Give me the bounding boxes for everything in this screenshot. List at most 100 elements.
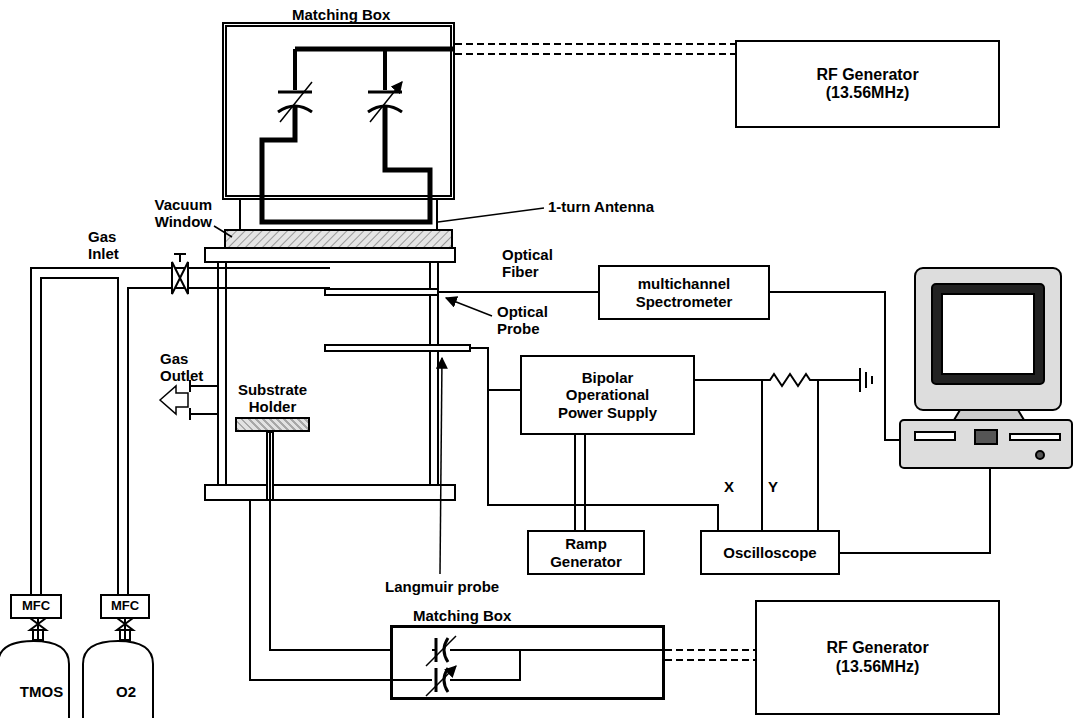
gas-line [128,288,330,595]
langmuir-probe [325,345,470,351]
gas-pipe [124,619,126,641]
leader-line [214,208,544,574]
substrate-wiring [250,432,390,680]
computer [1010,434,1060,440]
langmuir-probe [325,345,718,530]
rf-feed-wire [270,432,390,650]
oscilloscope: Oscilloscope [700,530,840,575]
matching-box: Matching Box [222,22,455,200]
power-supply: Bipolar Operational Power Supply [520,355,695,435]
matching-network-bottom [435,638,438,692]
matching-box: Matching Box [390,625,665,700]
optical-probe [325,289,438,295]
leader-line [446,298,492,316]
gas-pipe [37,619,39,641]
cylinder-outline [82,640,154,718]
gas-line [31,254,330,595]
gas-pipe [38,619,39,641]
box-label: Bipolar Operational Power Supply [553,369,663,421]
gas-line [172,262,188,294]
signal-name: X [724,478,734,495]
computer [1036,451,1044,459]
coax-cable [455,44,735,54]
cylinder-valve [30,618,133,640]
cylinder-valve [117,618,133,630]
spectrometer: multichannel Spectrometer [598,265,770,320]
measurement-wiring [840,468,990,553]
vacuum-chamber [218,262,438,485]
rf-generator: RF Generator (13.56MHz) [755,600,1000,715]
computer [932,284,1044,384]
matching-network-bottom [444,638,448,692]
cylinder-valve [30,618,46,630]
measurement-wiring [695,292,990,553]
part-label: 1-turn Antenna [548,198,654,215]
cylinder-outline [0,641,69,718]
coax-cable [665,659,755,661]
gas-outlet-port [160,380,218,420]
cylinder-valve [33,630,43,640]
signal-cable [574,435,576,530]
vacuum-chamber [225,230,452,248]
ramp-generator: Ramp Generator [527,530,645,575]
heading-label: Substrate Holder [234,381,312,416]
box-label: TMOS [0,683,86,700]
matching-network-top [295,47,455,52]
rf-feed-wire [270,432,390,650]
vacuum-chamber [205,200,455,500]
measurement-wiring [770,292,900,440]
signal-name: Y [768,478,778,495]
box-label: Oscilloscope [723,544,816,561]
matching-network-bottom [390,650,665,680]
measurement-wiring [860,368,872,392]
cylinder-outline [83,641,153,718]
optical-probe [438,291,598,293]
coax-cable [455,43,735,45]
leader-line [214,226,232,237]
measurement-wiring [762,380,818,530]
vacuum-chamber [205,248,455,262]
matching-network-top [295,49,385,90]
box-label: MFC [22,599,50,614]
matching-network-top [278,106,402,112]
gas-cylinder: O2 [82,640,170,718]
matching-network-bottom [426,636,456,696]
substrate-wiring [250,500,390,680]
signal-cable [584,435,586,530]
computer [954,410,1024,420]
part-label: Gas Inlet [88,228,130,263]
substrate-wiring [267,432,273,500]
rf-generator: RF Generator (13.56MHz) [735,40,1000,128]
mass-flow-controller: MFC [10,594,62,619]
computer [900,420,1072,468]
gas-line [31,268,330,595]
signal-cable [575,435,585,530]
leader-line [440,358,442,574]
langmuir-probe [470,348,718,530]
box-label: Ramp Generator [544,535,629,570]
gas-pipe [125,619,126,641]
vacuum-chamber [205,485,455,500]
computer [942,294,1034,374]
computer [975,430,997,444]
part-label: Gas Outlet [160,350,212,385]
part-label: Vacuum Window [140,196,212,231]
coax-cable [665,650,755,660]
optical-probe [325,289,598,295]
computer [915,432,955,440]
coax-cable [665,649,755,651]
matching-network-top [280,82,402,122]
box-label: MFC [111,599,139,614]
matching-network-top [262,106,430,222]
part-label: Optical Fiber [502,246,562,281]
part-label: Langmuir probe [385,578,499,595]
box-label: multichannel Spectrometer [624,275,744,310]
cylinder-outline [0,640,70,718]
box-label: RF Generator (13.56MHz) [803,66,933,103]
box-label: RF Generator (13.56MHz) [813,639,943,676]
gas-line [174,254,186,262]
substrate-holder: Substrate Holder [235,417,310,432]
coax-cable [455,53,735,55]
matching-network-bottom [390,636,665,696]
